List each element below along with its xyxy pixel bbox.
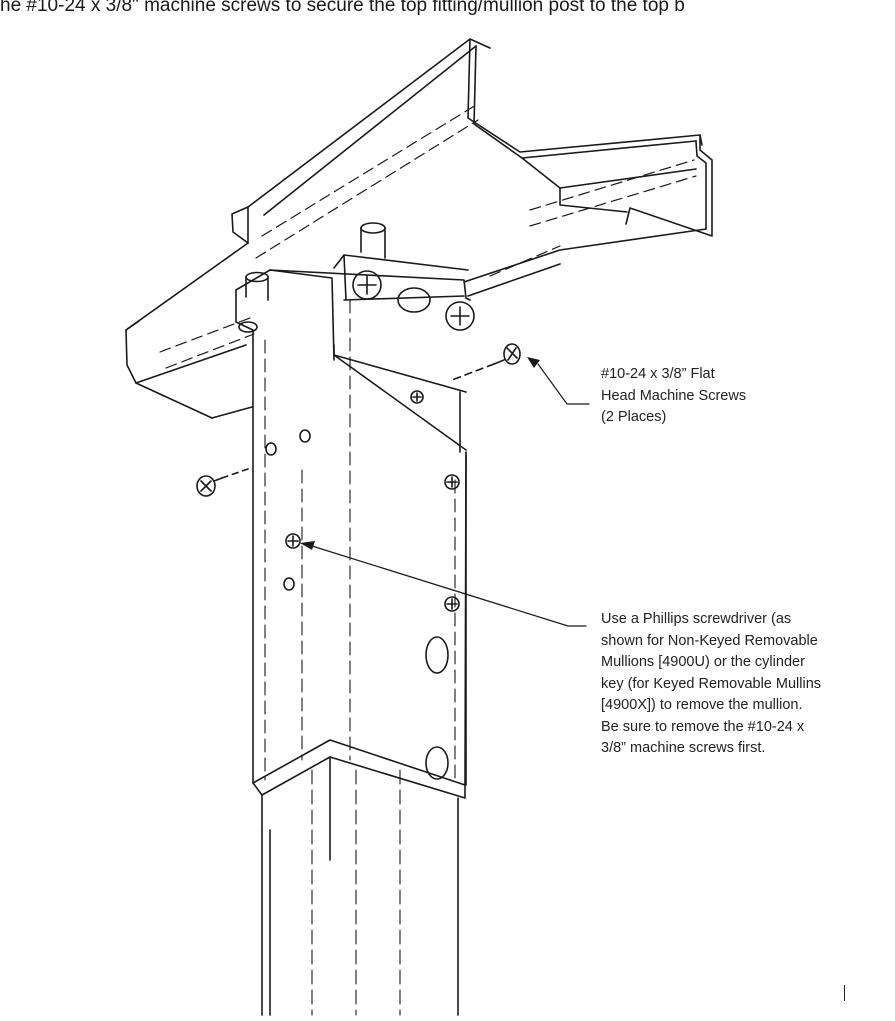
callout-screws-line-1: #10-24 x 3/8” Flat	[601, 366, 715, 382]
callout-screwdriver-line-5: [4900X]) to remove the mullion.	[601, 697, 803, 713]
callout-screwdriver-instructions: Use a Phillips screwdriver (as shown for…	[601, 609, 821, 760]
callout-screws-line-3: (2 Places)	[601, 409, 667, 425]
sleeve-hidden-lines	[264, 299, 456, 781]
top-fitting	[235, 222, 475, 361]
callout-screwdriver-line-7: 3/8” machine screws first.	[601, 740, 766, 756]
callout-screwdriver-line-4: key (for Keyed Removable Mullins	[601, 675, 822, 692]
instruction-caption: he #10-24 x 3/8" machine screws to secur…	[0, 0, 685, 16]
callout-screws-line-2: Head Machine Screws	[601, 387, 747, 404]
mullion-sleeve	[252, 329, 467, 861]
inner-post-hidden-lines	[311, 769, 401, 1016]
flat-head-screw-right	[493, 343, 521, 365]
callout-screwdriver-line-6: Be sure to remove the #10-24 x	[601, 718, 805, 735]
flat-head-screw-left	[196, 468, 249, 497]
top-bar-hidden-lines	[159, 104, 697, 369]
callout-screwdriver-line-3: Mullions [4900U) or the cylinder	[601, 654, 805, 670]
leader-lines	[311, 363, 590, 627]
inner-post	[261, 797, 459, 1016]
top-bar-channel	[125, 38, 713, 419]
callout-screwdriver-line-2: shown for Non-Keyed Removable	[601, 632, 818, 649]
callout-flat-head-screws: #10-24 x 3/8” Flat Head Machine Screws (…	[601, 364, 746, 429]
leader-arrowheads	[300, 357, 540, 550]
callout-screwdriver-line-1: Use a Phillips screwdriver (as	[601, 611, 792, 627]
text-cursor-mark	[844, 985, 845, 1001]
